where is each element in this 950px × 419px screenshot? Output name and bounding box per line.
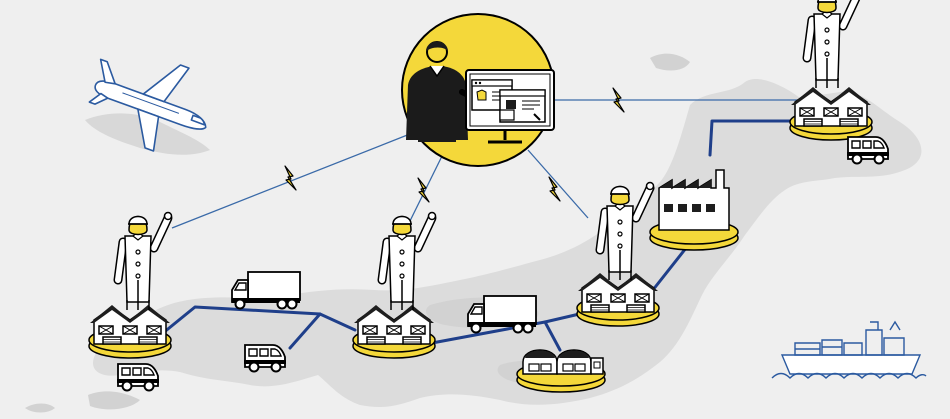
computer-monitor — [465, 69, 555, 144]
airplane — [88, 58, 207, 152]
van-left — [243, 344, 287, 373]
van-bottom-left — [116, 363, 160, 392]
factory — [649, 169, 739, 251]
van-right — [846, 136, 890, 165]
cargo-ship — [771, 320, 927, 379]
communication-links — [171, 99, 808, 229]
dome-depot — [516, 349, 606, 393]
operator-figure — [406, 41, 481, 142]
online-shop-operator-hub — [401, 13, 555, 167]
